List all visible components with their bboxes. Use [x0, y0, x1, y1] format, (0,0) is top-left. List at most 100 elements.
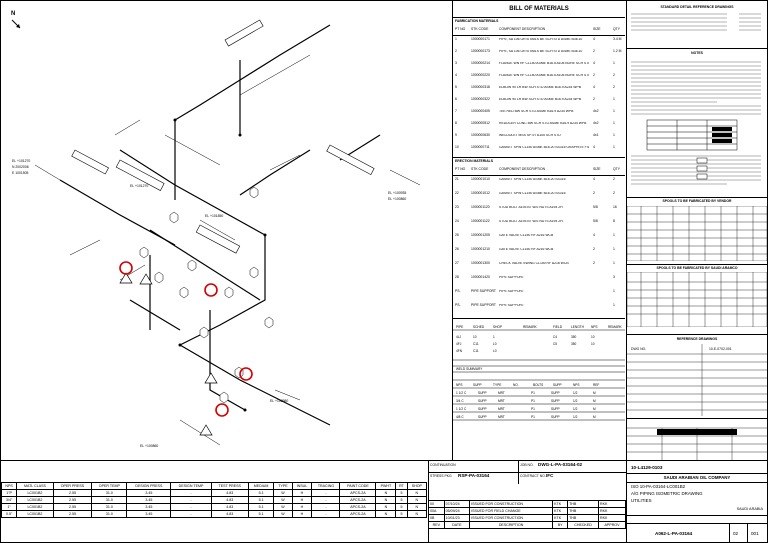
bom-cell-size: 5/8 [593, 219, 598, 223]
svg-text:10: 10 [591, 342, 595, 346]
svg-text:1/2: 1/2 [573, 415, 578, 419]
ref-number: 10-L4129-0103 [631, 465, 663, 470]
line-table-header-cell: DESIGN TEMP [170, 482, 212, 490]
revision-header-cell: DATE [443, 521, 471, 529]
bom-cell-qty: 16 [613, 205, 617, 209]
svg-text:SUPP: SUPP [478, 415, 487, 419]
svg-text:1: 1 [493, 335, 495, 339]
col-qty: QTY [613, 167, 620, 171]
line-table-header-cell: TRACING [311, 482, 341, 490]
svg-text:NPS: NPS [591, 325, 598, 329]
table-cell: N [375, 510, 397, 518]
table-cell: LC001B2 [16, 510, 54, 518]
bom-cell-stk: 1000001012 [471, 191, 490, 195]
table-cell: LC001B2 [16, 496, 54, 504]
bom-cell-desc: PIPE, SA 106 GR B SMLS BE SCH STD ASME B… [499, 50, 583, 53]
divider [627, 473, 767, 474]
revision-cell-chk: THB [567, 500, 599, 508]
divider [453, 157, 625, 158]
svg-text:M: M [593, 391, 596, 395]
table-cell: 31.0 [91, 496, 128, 504]
table-cell: 3.45 [126, 496, 172, 504]
line-table-header-cell: NPS [0, 482, 18, 490]
divider [627, 48, 767, 49]
table-cell: 5 [395, 503, 408, 511]
svg-text:1 1/2 C: 1 1/2 C [456, 407, 467, 411]
callout-northing: N 2002006 [12, 165, 29, 169]
fab-header: FABRICATION MATERIALS [455, 19, 499, 23]
revision-cell-chk: THB [567, 507, 599, 515]
svg-text:LENGTH: LENGTH [571, 325, 585, 329]
svg-text:1/2: 1/2 [573, 407, 578, 411]
svg-text:C11: C11 [473, 342, 479, 346]
table-cell: H [291, 510, 313, 518]
bom-cell-size: 2 [593, 261, 595, 265]
line-table-header-cell: PWHT [375, 482, 397, 490]
sheet-number: 02 [733, 531, 739, 536]
bom-cell-stk: 1000001120 [471, 205, 490, 209]
bom-cell-pt: 3 [455, 61, 457, 65]
revision-cell-desc: ISSUED FOR CONSTRUCTION [469, 514, 554, 522]
svg-text:SUPP: SUPP [478, 391, 487, 395]
table-cell: 5 [395, 496, 408, 504]
bom-cell-qty: 1 [613, 109, 615, 113]
bom-cell-pt: 2 [455, 49, 457, 53]
table-cell: 4.83 [210, 510, 249, 518]
svg-text:4/8 C: 4/8 C [456, 415, 464, 419]
divider [627, 523, 767, 524]
bom-cell-size: 2 [593, 49, 595, 53]
svg-text:SUPP: SUPP [551, 415, 560, 419]
table-cell: N [406, 496, 428, 504]
spools-vendor-grid [627, 206, 767, 261]
bom-cell-size: 4x2 [593, 109, 599, 113]
bom-cell-stk: 1000001300 [471, 261, 490, 265]
line-table-header-cell: RT [395, 482, 408, 490]
notes-title: NOTES [691, 51, 703, 55]
bom-cell-qty: 1 [613, 145, 615, 149]
bom-cell-stk: 1000000512 [471, 121, 490, 125]
bom-title: BILL OF MATERIALS [509, 6, 569, 12]
title-block: 10-L4129-0103 SAUDI ARABIAN OIL COMPANY … [627, 460, 767, 543]
col-pt: PT NO [455, 27, 466, 31]
bom-cell-desc: STUD BOLT A193 B7 W/2 NUTS A194 2H [499, 220, 563, 223]
svg-text:REMARK: REMARK [608, 325, 623, 329]
revision-cell-appr: RKK [597, 507, 627, 515]
svg-text:REMARK: REMARK [523, 325, 538, 329]
svg-text:P1: P1 [531, 415, 535, 419]
bom-cell-pt: 9 [455, 133, 457, 137]
callout-elevation: EL +100860 [388, 197, 407, 201]
table-cell: 2.55 [52, 489, 93, 497]
bom-cell-qty: 1 [613, 261, 615, 265]
bom-cell-stk: PIPE SUPPORT [471, 303, 496, 307]
continuation-value: DWG-L-PA-03164-02 [538, 462, 583, 467]
svg-text:SUPP: SUPP [551, 407, 560, 411]
table-cell: 5.1 [247, 503, 275, 511]
callout-elevation: EL +100860 [140, 444, 159, 448]
divider [626, 0, 627, 460]
bom-cell-desc: PIPE SUPPORT [499, 304, 524, 307]
bom-cell-pt: 21 [455, 177, 459, 181]
line-table-header-cell: MATL CLASS [16, 482, 54, 490]
revision-cell-desc: ISSUED FOR FIELD CHANGE [469, 507, 554, 515]
svg-text:SUPP: SUPP [551, 399, 560, 403]
divider [627, 418, 767, 419]
bom-cell-desc: TEE RED BW SCH STD ASME B16.9 A234 WPB [499, 110, 574, 113]
ref-drawings-grid [627, 344, 767, 416]
bom-cell-qty: 1 [613, 233, 615, 237]
bom-cell-stk: 1000000220 [471, 73, 490, 77]
revision-cell-rev: 00A [428, 507, 445, 515]
table-cell: H [291, 503, 313, 511]
divider [428, 472, 626, 473]
bom-cell-desc: FLANGE WN RF CL150 ASME B16.5 A105 BORE … [499, 74, 589, 77]
divider [627, 482, 767, 483]
bom-cell-stk: 1000000711 [471, 145, 490, 149]
ref-dwg-no: 10-E-0702-001 [709, 347, 732, 351]
svg-text:350: 350 [571, 335, 577, 339]
table-cell: 31.0 [91, 510, 128, 518]
bom-cell-desc: GATE VALVE CL150 RF A216 WCB [499, 248, 554, 251]
svg-text:NPS: NPS [456, 383, 463, 387]
line-table-header-cell: DESIGN PRESS [126, 482, 172, 490]
